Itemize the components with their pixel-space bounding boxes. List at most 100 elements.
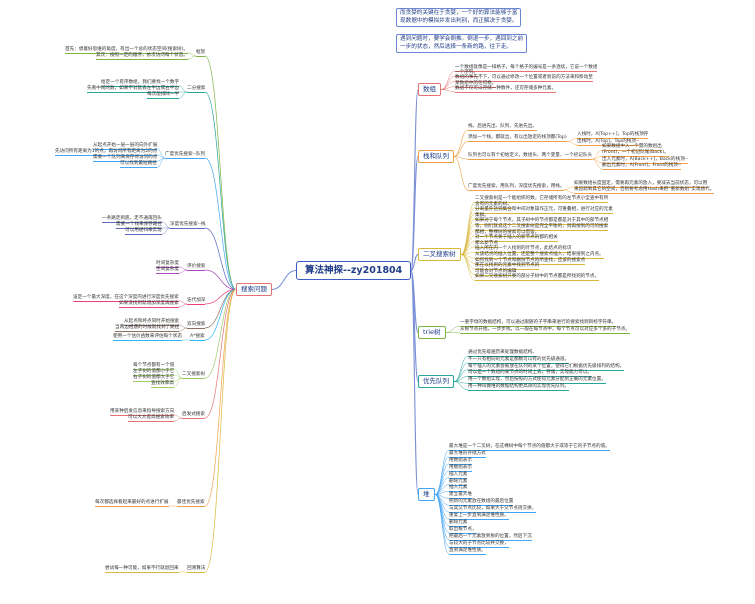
root-topic[interactable]: 算法神探--zy201804 <box>296 261 412 280</box>
left-item: 给定一个有序数组，我们要找一个数字 <box>101 80 180 87</box>
connector-line <box>161 221 171 229</box>
left-item: 右子树的值都大于它 <box>133 375 175 383</box>
branch-item: 最大堆是一个二叉树，在这棵树中每个节点的值都大于或等于它的子节点的值。 <box>449 444 610 452</box>
left-subtopic[interactable]: 评价搜索 <box>187 264 206 272</box>
left-item: 每个节点都有一个值 <box>133 363 175 370</box>
connector-line <box>204 289 237 573</box>
branch-item: 删除元素 <box>449 520 468 527</box>
branch-item: 与其父节点比较，如果大于父节点则交换， <box>449 506 537 514</box>
left-subtopic[interactable]: 广度优先搜索--队列 <box>165 152 206 160</box>
branch-item: 如果二叉搜索树只要的部分子树中的节点都是所找到的节点。 <box>475 274 600 282</box>
left-item: 用某种启发信息来指导搜索方向 <box>110 409 175 416</box>
left-item: 每次能排除一半 <box>147 92 180 100</box>
connector-line <box>410 269 419 496</box>
connector-line <box>410 155 419 272</box>
connector-line <box>204 55 237 290</box>
connector-line <box>434 494 450 540</box>
branch-item: 插入元素 <box>449 485 468 493</box>
left-item: 一条路走到底，走不通再回头 <box>102 216 162 223</box>
branch-item: 每个插入的元素会被放在队列的某个位置，使得它们根据优先级排列的结构， <box>468 364 625 371</box>
branch-item: 对一个节点要于插入的新节点的都的相关 <box>475 235 558 243</box>
connector-line <box>178 269 188 274</box>
left-subtopic[interactable]: 回溯算法 <box>187 566 206 574</box>
branch-item: 可能会对节点的编辑 <box>475 269 517 276</box>
connector-line <box>178 303 188 308</box>
connector-line <box>156 157 166 168</box>
branch-topic[interactable]: 栈和队列 <box>418 150 454 163</box>
branch-sub-item: (Front)，一个初记队尾(Back)。 <box>602 150 669 158</box>
connector-line <box>440 89 456 93</box>
branch-item: 都相，整棵树的搜索可以借鉴。 <box>475 230 540 237</box>
connector-line <box>410 88 419 272</box>
branch-item: 用一个数组实现，然后按照的方式使得元素分配到正确的元素位置。 <box>468 377 606 385</box>
left-item: 先看中间的数，如果不对就去左半边或右半边 <box>87 86 179 94</box>
left-item: 从起点开始一层一层的向外扩展 <box>93 143 158 150</box>
connector-line <box>434 494 450 554</box>
branch-topic[interactable]: 优先队列 <box>418 375 454 388</box>
left-item: 需要一个队列来保存待访问的点 <box>93 155 158 163</box>
left-item: 当两边相遇的时候就找到了路径 <box>115 325 180 333</box>
left-item: 每次都选择看起来最好的点进行扩展 <box>95 500 169 508</box>
connector-line <box>178 85 188 93</box>
left-item: 可以大大提高搜索效率 <box>128 415 174 423</box>
left-item: 查找效率高 <box>151 381 174 389</box>
connector-line <box>440 75 456 90</box>
branch-sub-item: 入栈时，A[Top++]，Top的栈顶存 <box>577 132 649 140</box>
branch-item: 取出根节点， <box>449 527 477 534</box>
connector-line <box>204 227 237 290</box>
callout-line: 现数据中的模拟并发出判别，而正解决于贪婪。 <box>400 17 518 24</box>
connector-line <box>178 300 188 305</box>
greedy-callout: 而贪婪的关键在于贪婪，一个好的算法能够于富 现数据中的模拟并发出判别，而正解决于… <box>396 8 522 28</box>
connector-line <box>204 157 237 290</box>
left-subtopic[interactable]: 启发式搜索 <box>182 412 205 420</box>
left-item: 时间复杂度 <box>156 261 179 268</box>
left-subtopic[interactable]: 深度优先搜索--栈 <box>170 222 206 230</box>
left-subtopic[interactable]: 二分搜索 <box>187 86 206 94</box>
left-item: 空间复杂度 <box>156 267 179 275</box>
branch-sub-item: 如果数组中入一个需的数组出 <box>602 144 662 152</box>
left-subtopic[interactable]: 框架 <box>196 50 206 58</box>
left-item: 从起点和终点同时开始搜索 <box>124 319 180 326</box>
left-main-topic[interactable]: 搜索问题 <box>236 283 272 296</box>
left-subtopic[interactable]: 二叉搜索树 <box>182 372 205 380</box>
branch-item: 通过优先级遍历来处理数据结构。 <box>468 350 537 358</box>
branch-item: 含有的元素的树。 <box>475 202 512 209</box>
connector-line <box>178 266 188 271</box>
callout-line: 而贪婪的关键在于贪婪，一个好的算法能够于富 <box>400 10 518 16</box>
branch-item: 从该结点的插入位置，还是整个搜索点插入，结果搜到之内点。 <box>475 252 604 260</box>
branch-sub-item: 出栈时，A[Top]，Top的栈顶-- <box>577 139 640 146</box>
left-subtopic[interactable]: 双向搜索 <box>187 322 206 330</box>
branch-item: 可以是一个数组的某节点的时间上去，存储，实现能力可以。 <box>468 370 593 378</box>
branch-sub-item: 出入元素时，A[Back++]，Back的栈顶-- <box>602 157 688 164</box>
connector-line <box>204 289 237 341</box>
branch-topic[interactable]: 二叉搜索树 <box>418 248 461 261</box>
left-item: 其次：按照一定的顺序，依次访问每个状态。 <box>96 53 188 61</box>
branch-item: 用数组表示 <box>449 458 472 465</box>
connector-line <box>271 269 297 291</box>
left-subtopic[interactable]: 最佳优先搜索 <box>177 500 205 508</box>
connector-line <box>178 91 188 99</box>
branch-topic[interactable]: 数组 <box>418 83 441 96</box>
branch-item: 分离量外括到集合和中间对象操作正元，可重叠相，进行对应的元素 <box>475 207 613 215</box>
left-subtopic[interactable]: A*搜索 <box>190 334 205 342</box>
connector-line <box>204 289 237 329</box>
branch-item: 某数组中的任何格。 <box>455 81 497 88</box>
branch-item: 删除元素 <box>449 479 468 486</box>
left-item: 左子树的值都小于它 <box>133 369 175 376</box>
branch-item: 二叉搜索树是一个能组织的数，它存储所有的左节点小全查中有所 <box>475 196 609 204</box>
left-subtopic[interactable]: 迭代加深 <box>187 298 206 306</box>
branch-item: 与较大的子节点比较并交换， <box>449 541 509 548</box>
branch-topic[interactable]: trie树 <box>418 326 446 339</box>
connector-line <box>161 227 171 235</box>
branch-topic[interactable]: 堆 <box>418 488 435 501</box>
branch-item: 用数组表示 <box>449 465 472 472</box>
connector-line <box>204 269 237 290</box>
left-item: 可以用递归来实现 <box>125 228 162 236</box>
branch-sub-item: 来追踪到其它的空间，否则要考虑用Hash来把“重新数组”实现替代。 <box>574 187 715 195</box>
connector-line <box>173 417 183 422</box>
branch-item: 不一只有相同的元素是都数可以有的优先级通道。 <box>468 357 570 364</box>
branch-item: 那么新节点 <box>475 241 498 248</box>
connector-line <box>453 369 469 382</box>
left-item: 可以找到最短路径 <box>120 161 157 169</box>
connector-line <box>453 156 469 160</box>
